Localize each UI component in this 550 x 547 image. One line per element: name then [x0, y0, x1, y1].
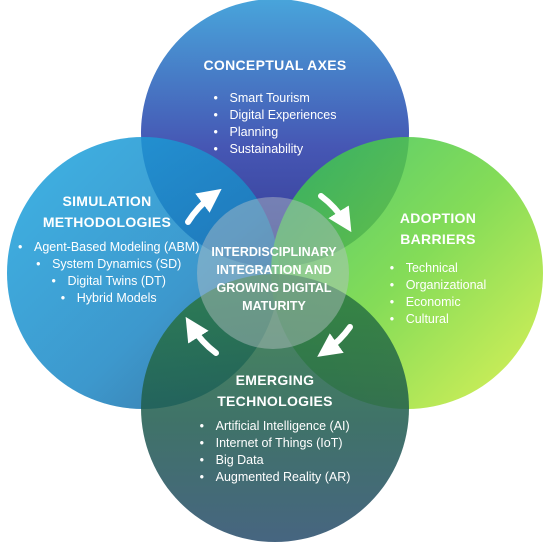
top-circle-content: CONCEPTUAL AXES •Smart Tourism •Digital …	[175, 55, 375, 158]
list-item: •Hybrid Models	[60, 291, 157, 305]
arrow-top-right	[318, 193, 352, 233]
list-item: •Cultural	[389, 312, 449, 326]
arrow-bottom-left	[185, 316, 219, 356]
list-item: •Technical	[389, 261, 458, 275]
center-label: INTERDISCIPLINARY INTEGRATION AND GROWIN…	[198, 243, 350, 315]
arrow-bottom-right	[317, 324, 353, 357]
top-title: CONCEPTUAL AXES	[203, 57, 347, 73]
list-item: •Economic	[389, 295, 461, 309]
circle-center	[197, 197, 349, 349]
list-item: •Agent-Based Modeling (ABM)	[18, 240, 200, 254]
list-item: •Smart Tourism	[213, 91, 310, 105]
list-item: •Organizational	[389, 278, 487, 292]
list-item: •Big Data	[199, 453, 264, 467]
left-list: •Agent-Based Modeling (ABM) •System Dyna…	[18, 239, 199, 307]
top-list: •Smart Tourism •Digital Experiences •Pla…	[214, 90, 337, 158]
list-item: •Digital Experiences	[213, 108, 337, 122]
bottom-title: EMERGING TECHNOLOGIES	[217, 372, 333, 409]
left-title: SIMULATION METHODOLOGIES	[42, 193, 172, 230]
list-item: •Digital Twins (DT)	[51, 274, 166, 288]
list-item: •Sustainability	[213, 142, 304, 156]
right-title: ADOPTION BARRIERS	[399, 210, 477, 247]
list-item: •System Dynamics (SD)	[36, 257, 182, 271]
bottom-list: •Artificial Intelligence (AI) •Internet …	[200, 418, 351, 486]
list-item: •Artificial Intelligence (AI)	[199, 419, 350, 433]
right-circle-content: ADOPTION BARRIERS •Technical •Organizati…	[364, 208, 512, 328]
list-item: •Internet of Things (IoT)	[199, 436, 343, 450]
center-title: INTERDISCIPLINARY INTEGRATION AND GROWIN…	[211, 245, 337, 313]
right-list: •Technical •Organizational •Economic •Cu…	[390, 260, 487, 328]
list-item: •Planning	[213, 125, 279, 139]
left-circle-content: SIMULATION METHODOLOGIES •Agent-Based Mo…	[18, 191, 199, 307]
list-item: •Augmented Reality (AR)	[199, 470, 351, 484]
bottom-circle-content: EMERGING TECHNOLOGIES •Artificial Intell…	[170, 370, 380, 486]
arrow-top-left	[185, 188, 222, 225]
